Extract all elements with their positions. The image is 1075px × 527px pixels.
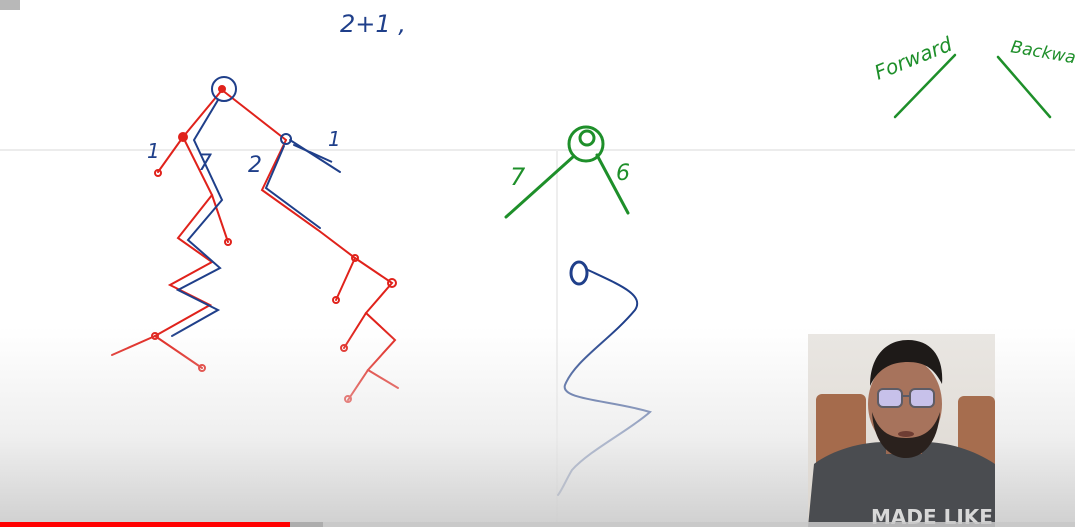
red-tree [111,89,399,401]
label-right-one: 1 [328,127,341,151]
red-tree-nodes [151,85,397,403]
progress-buffer [290,522,323,527]
top-note: 2+1 , [340,10,406,38]
blue-traversal [171,76,341,337]
presenter-webcam: MADE LIKE [808,334,995,527]
presenter-image: MADE LIKE [808,340,995,527]
blue-zigzag [557,260,652,496]
shirt-text: MADE LIKE [871,505,993,527]
label-green-seven: 7 [510,163,526,191]
backward-label: Backward [1009,37,1075,71]
progress-played [0,522,291,527]
video-progress-bar[interactable] [0,522,1075,527]
label-left-one: 1 [147,139,160,163]
traversal-legend: Forward Backward [871,32,1075,119]
green-tree [504,125,630,219]
label-right-two: 2 [248,153,262,178]
label-green-six: 6 [616,161,630,186]
forward-label: Forward [871,32,956,85]
label-left-seven: 7 [198,151,212,176]
